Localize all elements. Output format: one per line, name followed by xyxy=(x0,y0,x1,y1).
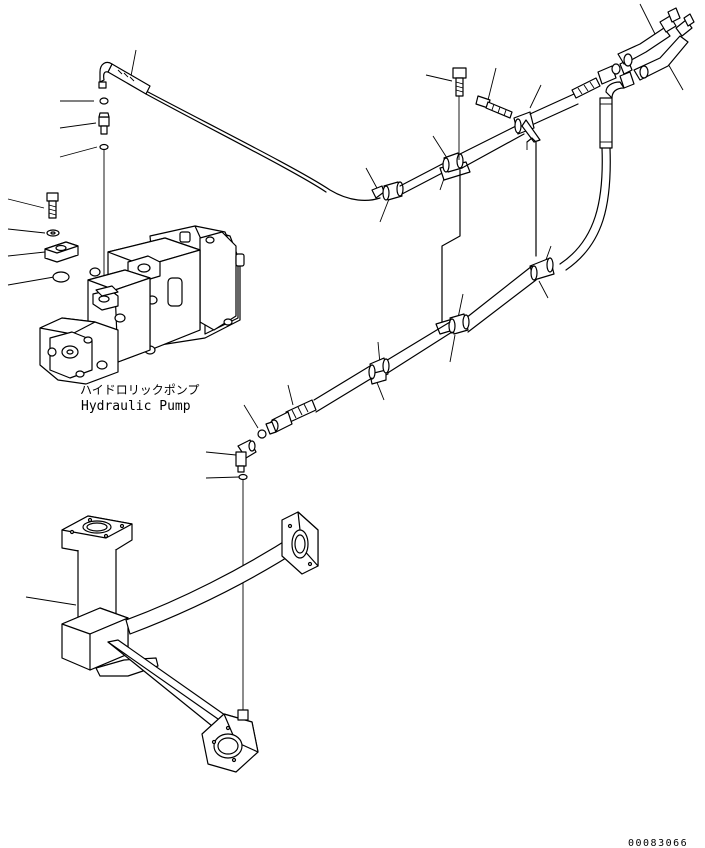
hydraulic-pump xyxy=(39,225,245,385)
upper-hose xyxy=(98,61,381,201)
pump-label-jp: ハイドロリックポンプ xyxy=(80,383,199,397)
flange-bolt-set xyxy=(44,192,79,283)
clamp-bolt-1 xyxy=(452,67,467,160)
hose-clamp-4 xyxy=(529,257,555,281)
lower-hose-end xyxy=(265,399,317,435)
bolt-icon xyxy=(46,192,59,219)
plug-fitting-icon xyxy=(98,112,110,135)
right-hose xyxy=(559,81,625,271)
hose-clamp-6 xyxy=(368,357,390,385)
o-ring-small-icon xyxy=(99,97,109,105)
flange-o-ring-icon xyxy=(52,271,70,283)
hose-clamp-1 xyxy=(371,181,404,201)
hose-end-fitting xyxy=(107,63,151,95)
hose-clamp-5 xyxy=(435,313,470,335)
lower-o-ring-icon xyxy=(257,429,267,439)
top-right-tubes xyxy=(617,7,695,89)
elbow-o-ring-icon xyxy=(238,473,248,481)
pump-label-en: Hydraulic Pump xyxy=(81,399,191,414)
hose-clamp-3 xyxy=(513,111,541,150)
clamp-bolt-2 xyxy=(475,95,513,119)
top-left-fittings xyxy=(98,97,110,151)
split-flange-icon xyxy=(44,241,79,263)
o-ring-icon xyxy=(99,143,109,151)
drawing-code: 00083066 xyxy=(628,838,688,848)
elbow-fitting xyxy=(235,439,257,473)
suction-tube xyxy=(61,511,319,773)
bracket-rods xyxy=(441,137,537,323)
